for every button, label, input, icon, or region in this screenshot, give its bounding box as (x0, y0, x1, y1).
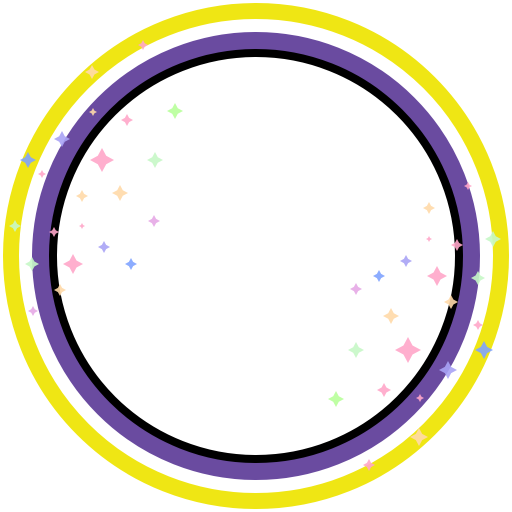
sparkle-star-icon (471, 271, 485, 285)
sparkle-star-icon (49, 227, 59, 237)
sparkle-star-icon (400, 255, 412, 267)
sparkle-star-icon (395, 337, 421, 363)
sparkle-star-icon (348, 342, 364, 358)
sparkle-star-icon (85, 65, 99, 79)
sparkle-star-icon (383, 308, 399, 324)
outer-yellow-ring (3, 3, 509, 509)
sparkle-star-icon (473, 320, 483, 330)
sparkle-star-icon (125, 258, 137, 270)
sparkle-star-icon (98, 241, 110, 253)
sparkle-star-icon (54, 284, 66, 296)
sparkle-star-icon (79, 223, 85, 229)
sparkle-star-icon (25, 257, 39, 271)
sparkle-star-icon (63, 254, 83, 274)
sparkle-star-icon (485, 231, 501, 247)
sparkle-star-icon (350, 283, 362, 295)
sparkle-star-icon (167, 103, 183, 119)
sparkle-star-icon (475, 341, 493, 359)
sparkle-group (9, 40, 501, 471)
sparkle-star-icon (138, 40, 148, 50)
sparkle-star-icon (427, 266, 447, 286)
sparkle-star-icon (451, 239, 463, 251)
purple-ring (32, 32, 480, 480)
sparkle-star-icon (410, 428, 428, 446)
sparkle-star-icon (444, 295, 458, 309)
sparkle-star-icon (112, 185, 128, 201)
sparkle-star-icon (426, 236, 432, 242)
sparkle-star-icon (54, 131, 70, 147)
sparkle-star-icon (373, 270, 385, 282)
sparkle-star-icon (76, 190, 88, 202)
sparkle-star-icon (439, 361, 457, 379)
sparkle-star-icon (363, 459, 375, 471)
sparkle-star-icon (90, 148, 114, 172)
sparkle-star-icon (20, 152, 36, 168)
sparkle-star-icon (328, 391, 344, 407)
sparkle-star-icon (38, 170, 46, 178)
inner-black-ring (49, 49, 463, 463)
sparkle-star-icon (121, 114, 133, 126)
sparkle-star-icon (377, 383, 391, 397)
sparkle-star-icon (416, 394, 424, 402)
sparkle-star-icon (148, 215, 160, 227)
sparkle-star-icon (464, 182, 472, 190)
sparkle-star-icon (147, 152, 163, 168)
sparkle-star-icon (9, 220, 21, 232)
sparkle-star-icon (89, 108, 97, 116)
sparkle-star-icon (423, 202, 435, 214)
sparkle-star-icon (28, 306, 38, 316)
